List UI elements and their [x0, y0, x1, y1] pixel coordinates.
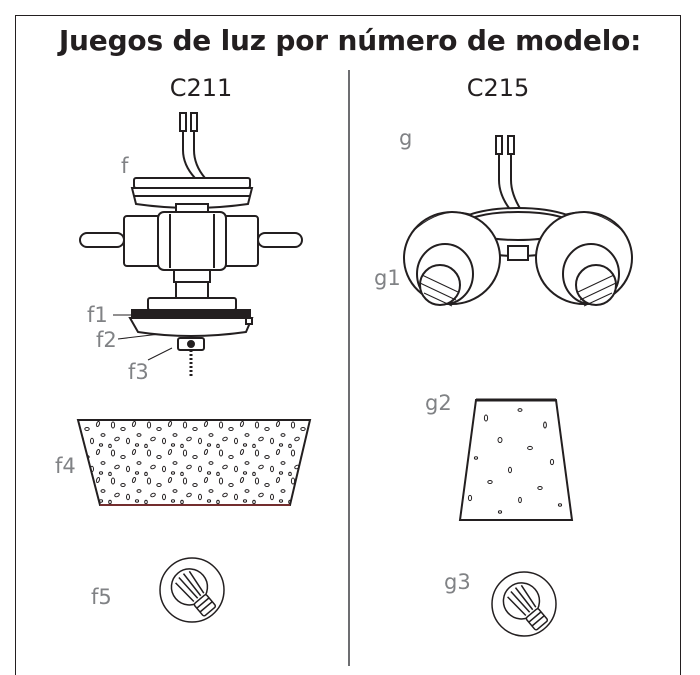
- model-right-label: C215: [466, 74, 530, 102]
- label-g: g: [399, 126, 413, 150]
- label-g1: g1: [374, 266, 401, 290]
- label-g2: g2: [425, 391, 452, 415]
- label-f3: f3: [128, 360, 149, 384]
- column-divider: [348, 70, 350, 666]
- diagram-frame: [15, 15, 681, 675]
- g-light-kit-assembly: [403, 135, 633, 307]
- label-f1: f1: [87, 303, 108, 327]
- label-f: f: [121, 154, 129, 178]
- g2-glass-shade: [458, 398, 574, 521]
- model-left-label: C211: [169, 74, 233, 102]
- f-light-kit-assembly: [79, 112, 303, 378]
- page-title: Juegos de luz por número de modelo:: [58, 24, 642, 57]
- f5-bulb-icon: [159, 557, 225, 623]
- label-f4: f4: [55, 454, 76, 478]
- g3-bulb-icon: [491, 571, 557, 637]
- label-f5: f5: [91, 585, 112, 609]
- label-f2: f2: [96, 328, 117, 352]
- f4-glass-shade: [76, 419, 312, 506]
- f-leader-lines: [113, 314, 173, 361]
- label-g3: g3: [444, 570, 471, 594]
